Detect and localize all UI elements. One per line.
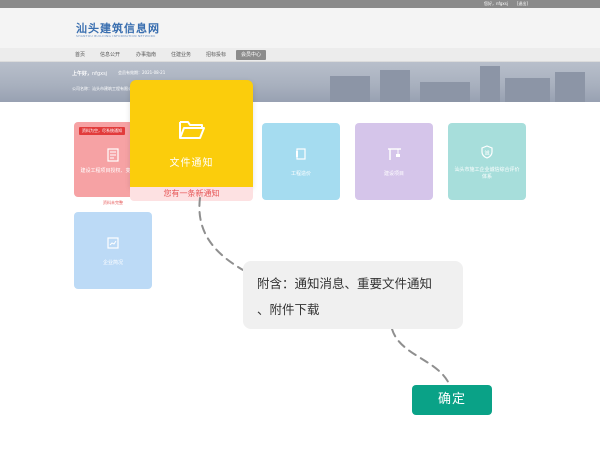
tooltip-line-2: 、附件下载	[257, 302, 320, 317]
tile-credit-evaluation[interactable]: 诚 汕头市施工企业诚信综合评价体系	[448, 123, 526, 200]
guide-tooltip: 附含：通知消息、重要文件通知 、附件下载	[243, 261, 463, 329]
nav-housing[interactable]: 住建业务	[171, 52, 192, 58]
tile-label: 建设工程项目授权、变更登记	[80, 168, 146, 174]
tile-label: 工程造价	[290, 171, 311, 177]
nav-bidding[interactable]: 招标投标	[206, 52, 227, 58]
folder-doc-icon	[296, 148, 306, 160]
greeting-label: 上午好，	[72, 71, 93, 77]
skyline-shape	[505, 78, 550, 102]
tile-construction-project[interactable]: 建设项目	[355, 123, 433, 200]
file-notice-card[interactable]: 文件通知	[130, 80, 253, 187]
tile-company-profile[interactable]: 企业简况	[74, 212, 152, 289]
nav-guide[interactable]: 办事指南	[136, 52, 157, 58]
tile-label: 建设项目	[383, 171, 404, 177]
svg-text:诚: 诚	[484, 150, 489, 157]
new-notice-banner[interactable]: 您有一条新通知	[130, 187, 253, 201]
skyline-shape	[555, 72, 585, 102]
membership-expiry: 会员有效期：2021-08-21	[118, 70, 165, 76]
welcome-text: 上午好，nfgxsj	[72, 70, 107, 77]
tile-label: 汕头市施工企业诚信综合评价体系	[454, 167, 520, 180]
document-icon	[107, 148, 119, 162]
skyline-shape	[380, 70, 410, 102]
nav-member-center[interactable]: 会员中心	[236, 50, 267, 60]
logout-link[interactable]: [退出]	[516, 1, 528, 6]
shield-icon: 诚	[481, 145, 493, 159]
banner-username: nfgxsj	[92, 71, 108, 77]
nav-home[interactable]: 首页	[75, 52, 86, 58]
tooltip-line-1: 附含：通知消息、重要文件通知	[257, 276, 433, 291]
file-notice-label: 文件通知	[169, 158, 214, 169]
tile-status-text: 资料未完整	[103, 200, 123, 205]
member-label: 会员有效期：	[118, 70, 142, 75]
tile-label: 企业简况	[102, 260, 123, 266]
top-strip: 您好，nfgxsj [退出]	[0, 0, 600, 8]
site-header: 汕头建筑信息网 SHANTOU BUILDING INFORMATION NET…	[0, 8, 600, 48]
crane-icon	[388, 148, 401, 160]
main-nav: 首页 信息公开 办事指南 住建业务 招标投标 会员中心	[0, 48, 600, 62]
skyline-shape	[420, 82, 470, 102]
skyline-shape	[330, 76, 370, 102]
member-value: 2021-08-21	[142, 70, 166, 75]
company-name: 公司名称：汕头市建筑工程有限公司	[72, 86, 136, 91]
chart-doc-icon	[107, 237, 119, 249]
empty-data-badge: 资料为空，尽系统通知	[79, 127, 125, 135]
site-logo-title[interactable]: 汕头建筑信息网	[76, 22, 160, 35]
greeting-username: 您好，nfgxsj	[483, 1, 508, 6]
member-banner: 上午好，nfgxsj 会员有效期：2021-08-21 公司名称：汕头市建筑工程…	[0, 62, 600, 102]
nav-info-public[interactable]: 信息公开	[100, 52, 121, 58]
confirm-button[interactable]: 确定	[412, 385, 492, 415]
folder-open-icon	[179, 121, 205, 139]
site-logo-subtitle: SHANTOU BUILDING INFORMATION NETWORK	[76, 34, 156, 38]
tile-engineering-cost[interactable]: 工程造价	[262, 123, 340, 200]
skyline-shape	[480, 66, 500, 102]
